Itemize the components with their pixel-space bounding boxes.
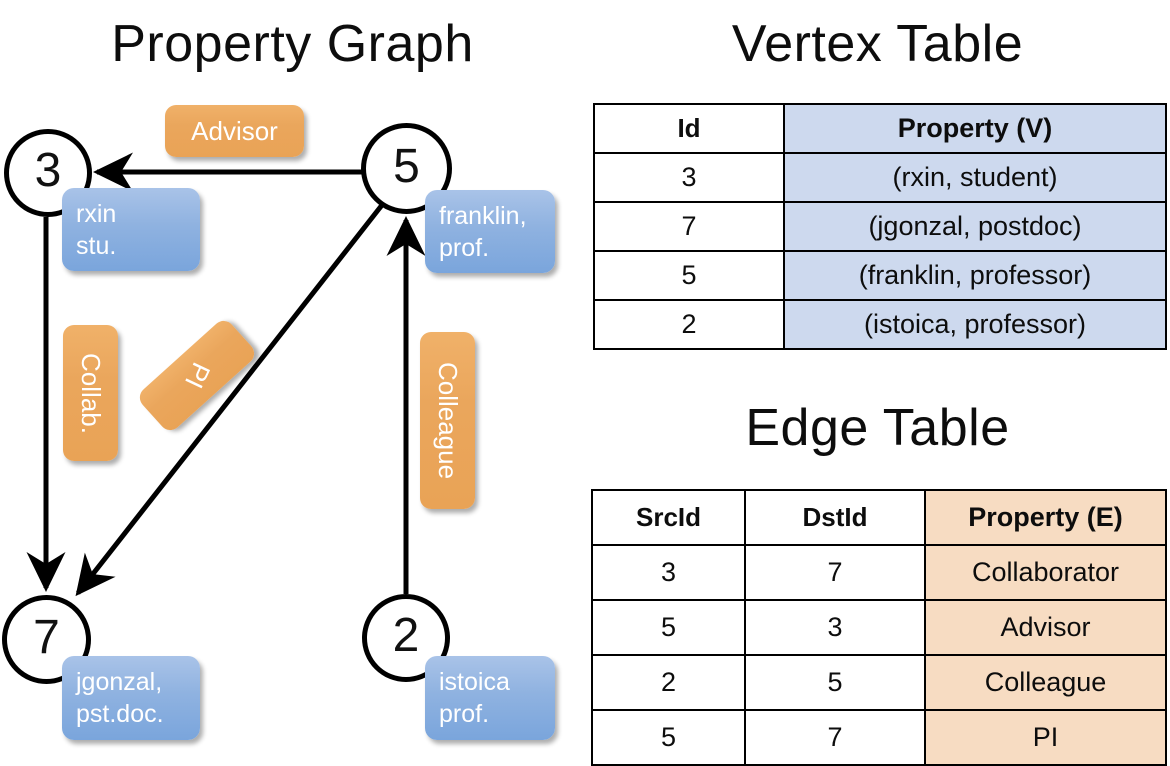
vertex-property-box-2: istoica prof.: [425, 656, 555, 740]
edge-table-header-dstid: DstId: [744, 489, 926, 546]
edge-row-1-property: Advisor: [924, 599, 1167, 656]
edge-table: SrcId DstId Property (E) 3 7 Collaborato…: [591, 489, 1167, 766]
vertex-property-7-line1: jgonzal,: [76, 668, 163, 696]
edge-label-colleague: Colleague: [420, 332, 475, 509]
edge-row-2-dst: 5: [744, 654, 926, 711]
edge-label-advisor: Advisor: [165, 105, 304, 157]
table-row: 3 7 Collaborator: [591, 544, 1167, 601]
edge-label-pi-text: PI: [178, 358, 217, 394]
graph-node-2[interactable]: 2: [362, 594, 450, 682]
graph-node-5-label: 5: [393, 139, 420, 193]
graph-node-2-label: 2: [392, 609, 420, 662]
vertex-property-box-7: jgonzal, pst.doc.: [62, 656, 200, 740]
page-title-vertex-table: Vertex Table: [731, 15, 1024, 73]
edge-row-3-property: PI: [924, 709, 1167, 766]
vertex-property-5-line1: franklin,: [439, 202, 527, 230]
vertex-property-2-line2: prof.: [439, 700, 490, 728]
vertex-row-1-property: (jgonzal, postdoc): [783, 201, 1167, 252]
edge-row-0-property: Collaborator: [924, 544, 1167, 601]
vertex-row-2-property: (franklin, professor): [783, 250, 1167, 301]
vertex-row-3-id: 2: [593, 299, 785, 350]
vertex-property-3-line2: stu.: [76, 232, 117, 260]
graph-node-7-label: 7: [33, 610, 60, 664]
vertex-row-3-property: (istoica, professor): [783, 299, 1167, 350]
edge-row-2-src: 2: [591, 654, 746, 711]
vertex-table: Id Property (V) 3 (rxin, student) 7 (jgo…: [593, 103, 1167, 350]
edge-table-header-srcid: SrcId: [591, 489, 746, 546]
edge-label-advisor-text: Advisor: [191, 115, 278, 146]
vertex-row-0-property: (rxin, student): [783, 152, 1167, 203]
table-row: 2 (istoica, professor): [593, 299, 1167, 350]
table-row: 5 3 Advisor: [591, 599, 1167, 656]
edge-table-header-property: Property (E): [924, 489, 1167, 546]
edge-row-1-dst: 3: [744, 599, 926, 656]
vertex-property-5-line2: prof.: [439, 234, 490, 262]
edge-5-to-7: [75, 203, 384, 597]
edge-row-0-src: 3: [591, 544, 746, 601]
vertex-row-1-id: 7: [593, 201, 785, 252]
edge-label-colleague-text: Colleague: [433, 361, 463, 480]
table-row: 2 5 Colleague: [591, 654, 1167, 711]
edge-row-3-dst: 7: [744, 709, 926, 766]
table-row: 5 7 PI: [591, 709, 1167, 766]
graph-node-5[interactable]: 5: [361, 123, 452, 214]
graph-edges-svg: [26, 152, 426, 597]
table-row: 5 (franklin, professor): [593, 250, 1167, 301]
vertex-table-header-row: Id Property (V): [593, 103, 1167, 154]
vertex-row-2-id: 5: [593, 250, 785, 301]
vertex-property-3-line1: rxin: [76, 200, 117, 228]
page-title-property-graph: Property Graph: [111, 15, 474, 73]
vertex-property-7-line2: pst.doc.: [76, 700, 164, 728]
table-row: 3 (rxin, student): [593, 152, 1167, 203]
edge-row-1-src: 5: [591, 599, 746, 656]
table-row: 7 (jgonzal, postdoc): [593, 201, 1167, 252]
edge-table-header-row: SrcId DstId Property (E): [591, 489, 1167, 546]
page-title-edge-table: Edge Table: [745, 399, 1010, 457]
vertex-table-header-property: Property (V): [783, 103, 1167, 154]
edge-row-3-src: 5: [591, 709, 746, 766]
vertex-property-box-5: franklin, prof.: [425, 190, 555, 273]
edge-label-collab: Collab.: [63, 325, 118, 461]
property-graph-diagram: 3 5 7 2 rxin stu. franklin, prof. jgonza…: [0, 0, 585, 760]
vertex-row-0-id: 3: [593, 152, 785, 203]
vertex-property-box-3: rxin stu.: [62, 188, 200, 271]
edge-row-2-property: Colleague: [924, 654, 1167, 711]
vertex-table-header-id: Id: [593, 103, 785, 154]
edge-row-0-dst: 7: [744, 544, 926, 601]
vertex-property-2-line1: istoica: [439, 668, 510, 696]
edge-label-collab-text: Collab.: [76, 352, 106, 434]
graph-node-3-label: 3: [34, 144, 62, 197]
